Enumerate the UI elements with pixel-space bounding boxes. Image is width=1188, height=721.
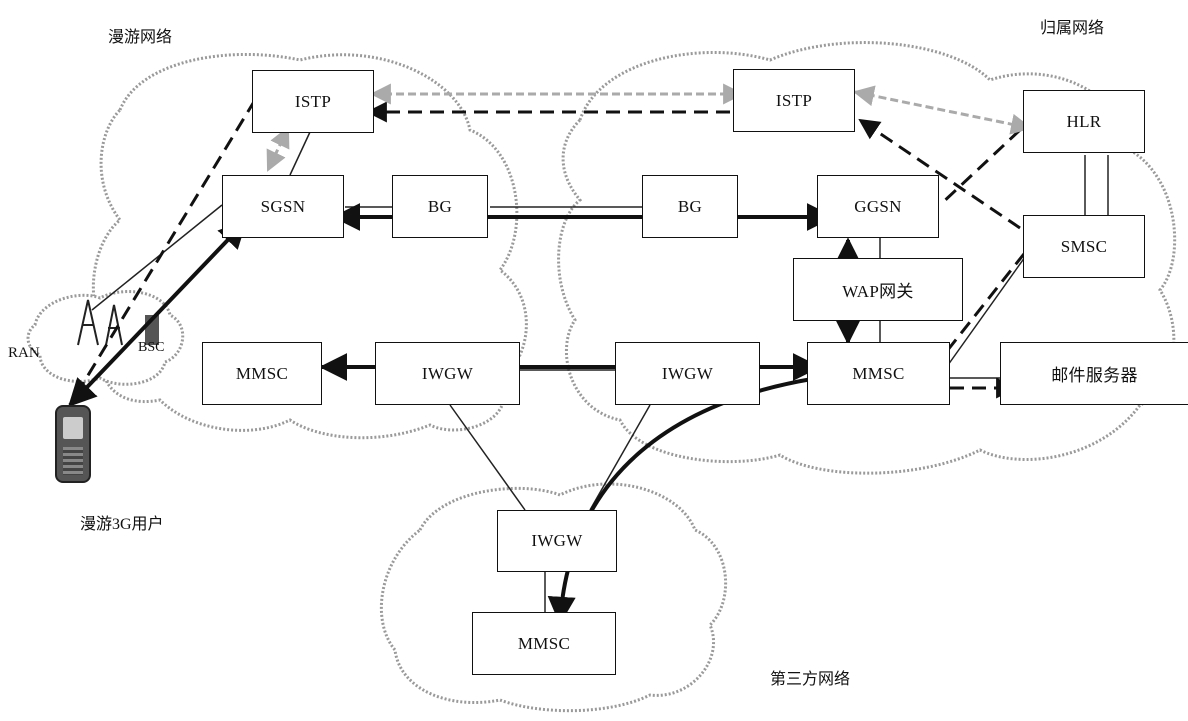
iwgw-third-party-node: IWGW (497, 510, 617, 572)
iwgw-home-node: IWGW (615, 342, 760, 405)
mmsc-third-party-node: MMSC (472, 612, 616, 675)
iwgw-roaming-node: IWGW (375, 342, 520, 405)
ggsn-node: GGSN (817, 175, 939, 238)
bsc-label: BSC (138, 340, 165, 355)
mobile-phone-icon (55, 405, 91, 483)
home-network-label: 归属网络 (1040, 20, 1105, 37)
mmsc-roaming-node: MMSC (202, 342, 322, 405)
mmsc-home-node: MMSC (807, 342, 950, 405)
sgsn-node: SGSN (222, 175, 344, 238)
roaming-network-label: 漫游网络 (108, 29, 173, 46)
istp-roaming-node: ISTP (252, 70, 374, 133)
gray-signaling-lines (266, 83, 1033, 172)
smsc-node: SMSC (1023, 215, 1145, 278)
ran-label: RAN (8, 345, 40, 361)
third-party-network-label: 第三方网络 (770, 671, 851, 688)
istp-home-node: ISTP (733, 69, 855, 132)
bg-home-node: BG (642, 175, 738, 238)
roaming-user-label: 漫游3G用户 (80, 516, 164, 533)
wap-gateway-node: WAP网关 (793, 258, 963, 321)
hlr-node: HLR (1023, 90, 1145, 153)
mail-server-node: 邮件服务器 (1000, 342, 1188, 405)
bg-roaming-node: BG (392, 175, 488, 238)
